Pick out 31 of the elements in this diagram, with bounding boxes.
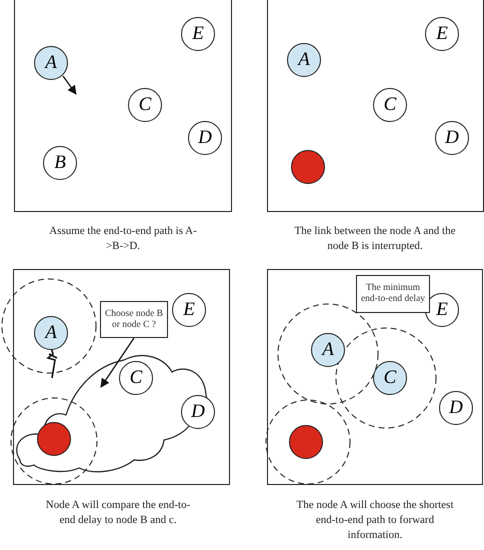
node-circle: D: [188, 121, 222, 155]
callout-box: The minimum end-to-end delay: [356, 275, 430, 313]
scene-panel: [14, 0, 232, 212]
node-circle: E: [172, 293, 206, 327]
panel-caption: The node A will choose the shortest end-to-end path to forward information.: [295, 498, 455, 543]
node-circle: A: [34, 46, 68, 80]
failed-node: [289, 425, 323, 459]
failed-node: [291, 150, 325, 184]
node-circle: E: [425, 293, 459, 327]
node-circle: E: [181, 17, 215, 51]
panel-caption: The link between the node A and the node B is interrupted.: [294, 224, 456, 254]
scene-panel: [267, 0, 484, 212]
panel-caption: Assume the end-to-end path is A->B->D.: [48, 224, 198, 254]
node-circle: A: [311, 333, 345, 367]
scene-panel: [267, 269, 483, 485]
panel-caption: Node A will compare the end-to-end delay to node B and c.: [44, 498, 192, 528]
node-circle: D: [181, 395, 215, 429]
arrow: [62, 76, 77, 95]
node-circle: C: [373, 88, 407, 122]
failed-node: [37, 422, 71, 456]
node-circle: C: [119, 361, 153, 395]
callout-box: Choose node B or node C ?: [100, 301, 168, 338]
node-circle: C: [373, 361, 407, 395]
node-circle: C: [128, 88, 162, 122]
node-circle: A: [287, 43, 321, 77]
arrow: [100, 338, 135, 388]
node-circle: A: [34, 316, 68, 350]
node-circle: D: [435, 121, 469, 155]
node-circle: D: [439, 391, 473, 425]
node-circle: E: [425, 17, 459, 51]
node-circle: B: [43, 146, 77, 180]
